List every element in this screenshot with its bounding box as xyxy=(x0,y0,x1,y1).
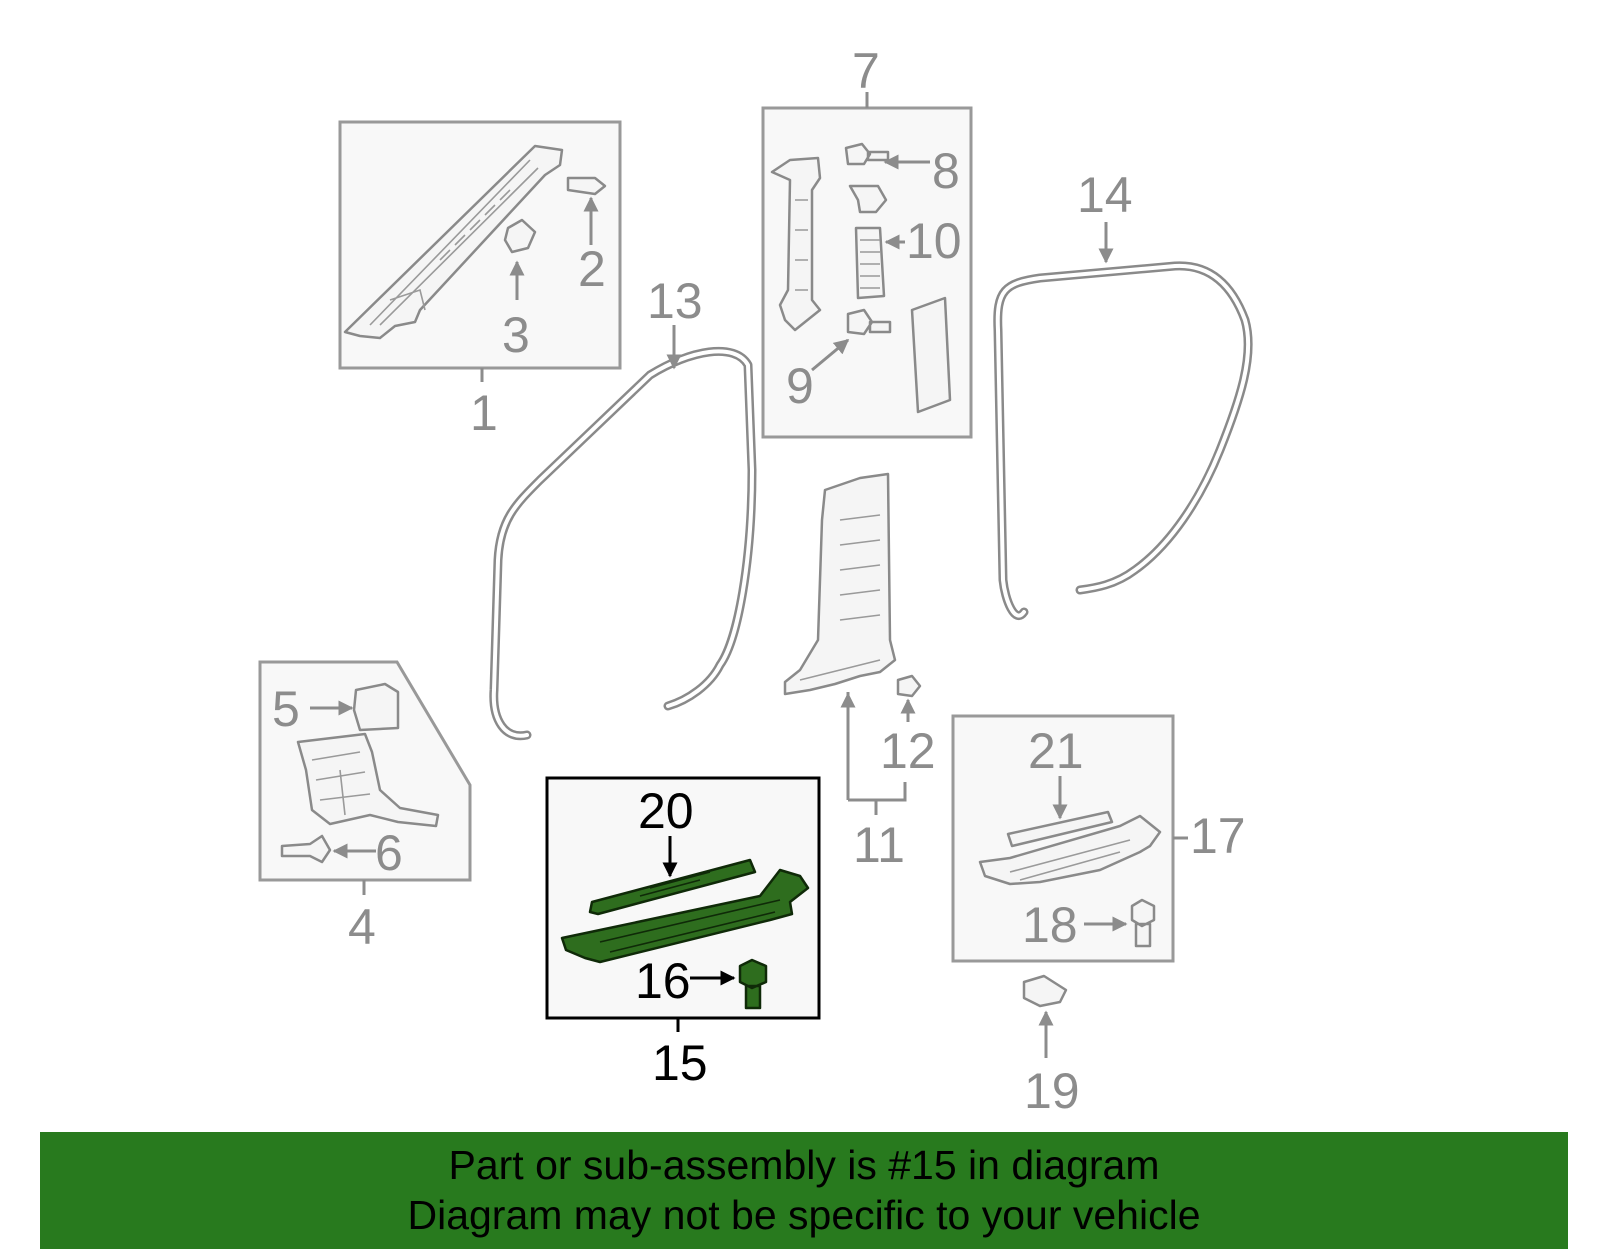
part-18-bolt xyxy=(1130,898,1156,948)
group-4-box: 5 6 4 xyxy=(258,660,472,955)
banner-line-2: Diagram may not be specific to your vehi… xyxy=(407,1192,1201,1238)
callout-5: 5 xyxy=(272,681,300,737)
part-12-clip xyxy=(896,674,922,698)
part-16-bolt xyxy=(738,958,768,1010)
part-19-clip-group: 19 xyxy=(1022,974,1080,1119)
callout-19: 19 xyxy=(1024,1063,1080,1119)
part-19-clip xyxy=(1022,974,1068,1008)
info-banner: Part or sub-assembly is #15 in diagram D… xyxy=(40,1132,1568,1249)
part-8-screw xyxy=(844,142,890,166)
part-6-clip xyxy=(280,834,332,864)
callout-17: 17 xyxy=(1190,808,1246,864)
callout-13: 13 xyxy=(647,273,703,329)
part-2-clip xyxy=(566,176,607,196)
part-10-vent xyxy=(854,226,886,300)
callout-16: 16 xyxy=(635,953,691,1009)
callout-10: 10 xyxy=(906,213,962,269)
part-5-clip xyxy=(352,682,400,732)
part-7-lower-trim xyxy=(910,296,952,414)
part-15-scuff-plate xyxy=(560,868,810,964)
callout-4: 4 xyxy=(348,899,376,955)
callout-1: 1 xyxy=(470,385,498,441)
part-7-pillar-upper xyxy=(770,156,822,332)
callout-8: 8 xyxy=(932,143,960,199)
group-17-box: 17 21 18 xyxy=(951,714,1246,963)
callout-18: 18 xyxy=(1022,897,1078,953)
callout-14: 14 xyxy=(1077,167,1133,223)
part-3-clip xyxy=(503,218,537,254)
part-17-rear-scuff xyxy=(978,814,1162,886)
callout-6: 6 xyxy=(375,825,403,881)
callout-9: 9 xyxy=(786,358,814,414)
callout-7: 7 xyxy=(852,43,880,99)
group-1-box: 2 3 1 xyxy=(338,120,622,441)
callout-2: 2 xyxy=(578,241,606,297)
part-11-pillar-lower: 11 12 xyxy=(783,472,936,873)
callout-3: 3 xyxy=(502,307,530,363)
group-15-box[interactable]: 20 16 15 xyxy=(545,776,821,1091)
callout-11: 11 xyxy=(853,817,905,873)
part-1-pillar-garnish xyxy=(343,144,564,340)
group-7-box: 7 8 10 9 xyxy=(761,43,973,439)
banner-line-1: Part or sub-assembly is #15 in diagram xyxy=(448,1142,1160,1188)
callout-12: 12 xyxy=(880,723,936,779)
part-14-rear-weatherstrip: 14 xyxy=(993,167,1253,620)
part-21-emblem xyxy=(1006,810,1114,848)
part-clip-7a xyxy=(848,184,888,214)
callout-20: 20 xyxy=(638,783,694,839)
callout-21: 21 xyxy=(1028,723,1084,779)
part-9-screw xyxy=(846,308,892,336)
parts-diagram: 2 3 1 7 8 10 9 13 14 xyxy=(258,43,1253,1119)
callout-15: 15 xyxy=(652,1035,708,1091)
part-13-front-weatherstrip: 13 xyxy=(489,273,757,741)
